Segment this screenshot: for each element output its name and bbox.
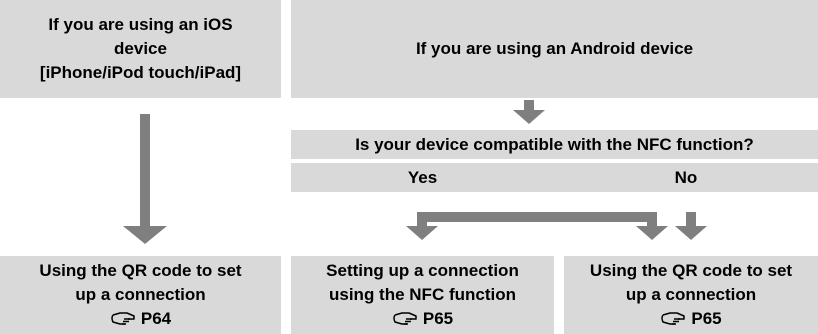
result-android-qr-box: Using the QR code to set up a connection…: [564, 256, 818, 334]
result-nfc-box: Setting up a connection using the NFC fu…: [291, 256, 554, 334]
ios-box-line3: [iPhone/iPod touch/iPad]: [39, 63, 242, 82]
connector-right-shaft: [647, 212, 657, 226]
result-nfc-line2: using the NFC function: [329, 285, 516, 304]
hand-pointer-icon: [660, 309, 686, 329]
result-nfc-line1: Setting up a connection: [326, 261, 519, 280]
result-ios-line2: up a connection: [75, 285, 206, 304]
result-ios-qr-box: Using the QR code to set up a connection…: [0, 256, 281, 334]
nfc-question-label: Is your device compatible with the NFC f…: [355, 134, 754, 154]
android-box-label: If you are using an Android device: [415, 39, 694, 58]
ios-device-box: If you are using an iOS device [iPhone/i…: [0, 0, 281, 98]
yes-option: Yes: [291, 163, 554, 192]
ios-arrow-shaft: [140, 114, 150, 226]
result-nfc-page-label: P65: [422, 309, 454, 328]
nfc-question-box: Is your device compatible with the NFC f…: [291, 130, 818, 159]
result-ios-line1: Using the QR code to set: [39, 261, 242, 280]
ios-box-line1: If you are using an iOS: [48, 15, 233, 34]
connector-arrow-head: [636, 226, 668, 240]
result-android-page-label: P65: [691, 309, 722, 328]
hand-pointer-icon: [110, 309, 136, 329]
android-arrow-shaft: [524, 100, 534, 110]
android-arrow-head: [513, 110, 545, 124]
result-ios-page-label: P64: [140, 309, 172, 328]
no-arrow-shaft: [686, 212, 696, 226]
result-ios-page-ref[interactable]: P64: [110, 307, 171, 331]
ios-box-line2: device: [114, 39, 167, 58]
no-arrow-head: [675, 226, 707, 240]
result-nfc-page-ref[interactable]: P65: [392, 307, 453, 331]
result-android-page-ref[interactable]: P65: [660, 307, 722, 331]
result-android-line1: Using the QR code to set: [589, 261, 793, 280]
no-option: No: [554, 163, 818, 192]
connector-bar: [417, 212, 657, 222]
ios-arrow-head: [123, 226, 167, 244]
result-android-line2: up a connection: [625, 285, 757, 304]
hand-pointer-icon: [392, 309, 418, 329]
yes-label: Yes: [407, 167, 438, 187]
android-device-box: If you are using an Android device: [291, 0, 818, 98]
no-label: No: [674, 167, 698, 187]
yes-no-row: Yes No: [291, 161, 818, 192]
yes-arrow-head: [406, 226, 438, 240]
